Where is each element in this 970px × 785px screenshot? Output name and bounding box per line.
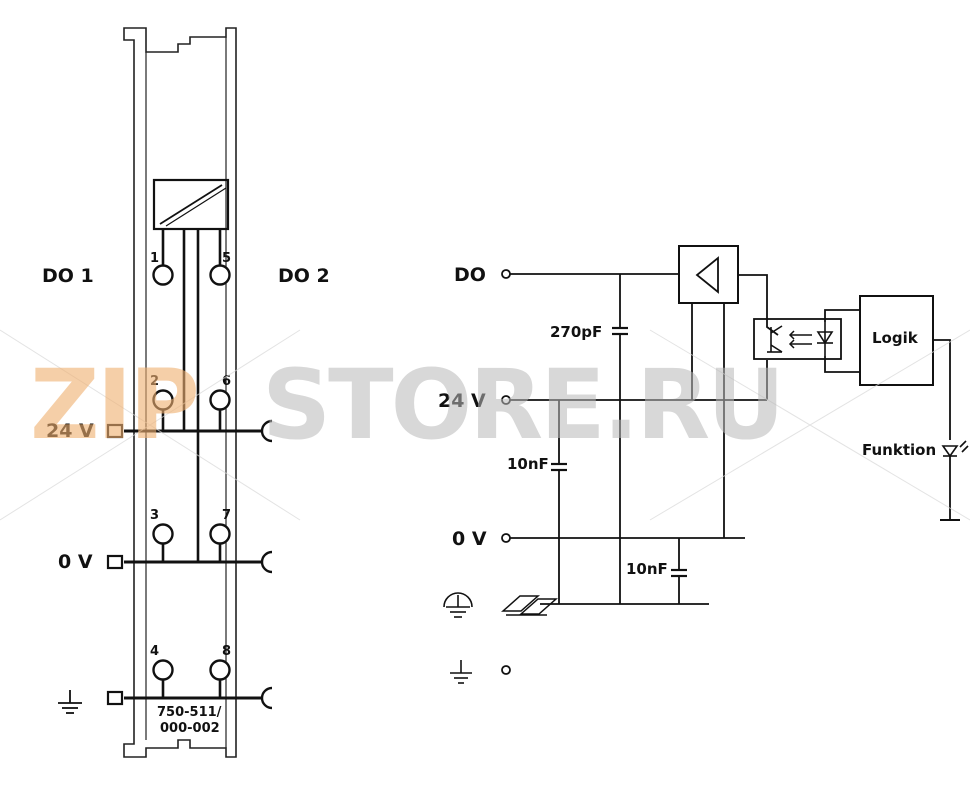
watermark-part1: ZIP xyxy=(30,349,197,461)
label-10nf-a: 10nF xyxy=(507,455,549,473)
pin-7: 7 xyxy=(222,508,231,523)
light-arrows-icon xyxy=(788,330,812,349)
plug-0v xyxy=(106,554,124,570)
label-funktion: Funktion xyxy=(862,441,936,459)
pin-8: 8 xyxy=(222,644,231,659)
label-do2: DO 2 xyxy=(278,265,330,287)
converter-wires xyxy=(161,229,222,562)
label-10nf-b: 10nF xyxy=(626,560,668,578)
protective-earth-icon xyxy=(443,592,473,618)
pin-5: 5 xyxy=(222,251,231,266)
watermark: ZIP STORE.RU xyxy=(0,329,970,521)
pin-2: 2 xyxy=(150,374,159,389)
label-270pf: 270pF xyxy=(550,323,602,341)
ground-icon xyxy=(58,690,82,714)
label-logik: Logik xyxy=(872,329,919,347)
label-0v-left: 0 V xyxy=(58,551,93,573)
terminal-2 xyxy=(152,389,174,411)
terminal-6 xyxy=(209,389,231,411)
socket-0v xyxy=(260,550,273,574)
led-diode-icon xyxy=(816,322,834,356)
terminal-3 xyxy=(152,523,174,545)
optocoupler-block xyxy=(753,318,842,360)
plug-24v xyxy=(106,423,124,439)
driver-block xyxy=(678,245,739,304)
terminal-stems xyxy=(161,410,222,698)
part-number-line1: 750-511/ xyxy=(157,705,222,720)
terminal-4 xyxy=(152,659,174,681)
label-0v-right: 0 V xyxy=(452,528,487,550)
circuit-schematic xyxy=(501,245,969,675)
terminal-7 xyxy=(209,523,231,545)
label-do1: DO 1 xyxy=(42,265,94,287)
pin-4: 4 xyxy=(150,644,159,659)
terminal-ground xyxy=(501,665,511,675)
label-24v-left: 24 V xyxy=(46,420,94,442)
terminal-24v xyxy=(501,395,511,405)
label-do-right: DO xyxy=(454,264,486,286)
socket-pe xyxy=(260,686,273,710)
terminal-1 xyxy=(152,264,174,286)
busbars xyxy=(106,419,273,710)
pin-1: 1 xyxy=(150,251,159,266)
pin-6: 6 xyxy=(222,374,231,389)
terminal-0v xyxy=(501,533,511,543)
terminal-contacts xyxy=(152,264,231,681)
plug-pe xyxy=(106,690,124,706)
pin-3: 3 xyxy=(150,508,159,523)
transistor-icon xyxy=(767,325,783,353)
label-24v-right: 24 V xyxy=(438,390,486,412)
terminal-5 xyxy=(209,264,231,286)
driver-triangle-icon xyxy=(695,256,719,294)
converter-block xyxy=(152,178,230,231)
part-number-line2: 000-002 xyxy=(160,721,220,736)
terminal-do xyxy=(501,269,511,279)
socket-24v xyxy=(260,419,273,443)
function-led-icon xyxy=(941,440,969,458)
watermark-part2: STORE.RU xyxy=(262,349,782,461)
terminal-8 xyxy=(209,659,231,681)
watermark-stripes xyxy=(0,329,970,521)
ground-icon-right xyxy=(450,660,472,684)
din-rail-icon xyxy=(501,595,558,616)
